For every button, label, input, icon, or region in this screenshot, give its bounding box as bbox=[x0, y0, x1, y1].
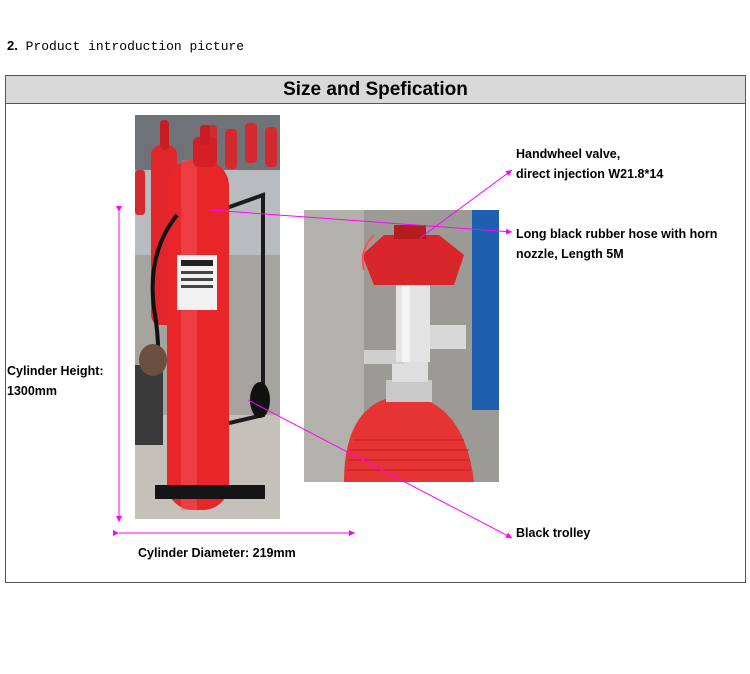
section-heading: 2. Product introduction picture bbox=[7, 38, 244, 54]
hose-label: Long black rubber hose with horn nozzle,… bbox=[516, 224, 717, 264]
trolley-arrow bbox=[247, 399, 513, 539]
hose-label-line2: nozzle, Length 5M bbox=[516, 247, 624, 261]
valve-closeup-photo bbox=[304, 210, 499, 482]
valve-illustration bbox=[304, 210, 499, 482]
height-label: Cylinder Height: 1300mm bbox=[7, 361, 104, 401]
fire-extinguisher-photo bbox=[135, 115, 280, 519]
diameter-label: Cylinder Diameter: 219mm bbox=[138, 546, 296, 560]
hose-label-line1: Long black rubber hose with horn bbox=[516, 227, 718, 241]
height-label-line2: 1300mm bbox=[7, 384, 58, 398]
handwheel-label-line2: direct injection W21.8*14 bbox=[516, 167, 664, 181]
fire-extinguisher-illustration bbox=[135, 115, 280, 519]
hose-arrow bbox=[209, 209, 513, 235]
table-title: Size and Spefication bbox=[6, 76, 745, 104]
handwheel-label: Handwheel valve, direct injection W21.8*… bbox=[516, 144, 663, 184]
section-number: 2. bbox=[7, 38, 18, 53]
handwheel-label-line1: Handwheel valve, bbox=[516, 147, 621, 161]
trolley-label: Black trolley bbox=[516, 526, 591, 540]
height-label-line1: Cylinder Height: bbox=[7, 364, 104, 378]
section-text: Product introduction picture bbox=[25, 39, 245, 54]
handwheel-arrow bbox=[419, 169, 513, 239]
spec-table: Size and Spefication bbox=[5, 75, 746, 583]
